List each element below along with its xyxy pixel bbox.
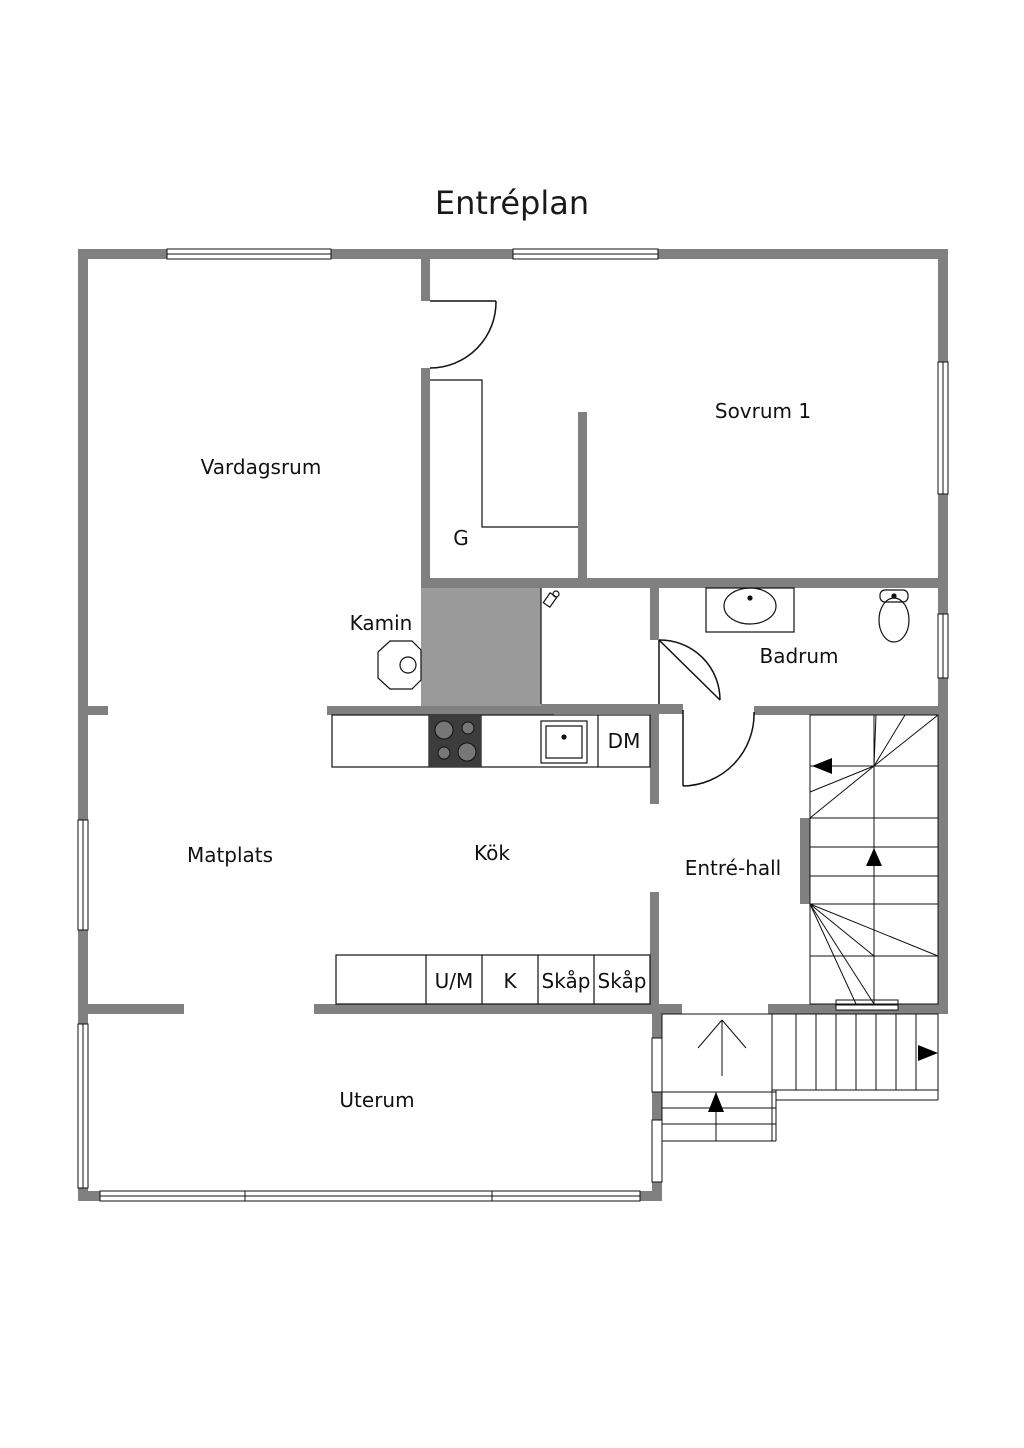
room-label-sovrum1: Sovrum 1 [715,399,811,423]
window [651,1119,663,1183]
room-label-uterum: Uterum [339,1088,414,1112]
fixture-label-k: K [503,969,517,993]
sink-icon [540,720,588,764]
kitchen-counter-top [331,714,651,768]
toilet-icon [878,589,910,643]
room-labels: Vardagsrum Sovrum 1 G Kamin Badrum Matpl… [187,399,839,1112]
fixture-label-skap-2: Skåp [598,969,647,993]
window [651,1037,663,1093]
room-label-garderob: G [453,526,469,550]
stove-icon [429,715,481,767]
washbasin-icon [705,587,795,633]
room-label-matplats: Matplats [187,843,273,867]
room-label-kok: Kök [474,841,510,865]
fixture-label-dm: DM [608,729,641,753]
room-label-badrum: Badrum [759,644,838,668]
page-title: Entréplan [434,184,590,222]
fixture-label-skap-1: Skåp [542,969,591,993]
stair-arrow-icon [708,1045,938,1112]
stair-arrow-icon [812,758,882,866]
shower-tap-icon [542,590,560,609]
entrance-steps [661,1013,939,1142]
fireplace-block [421,578,541,714]
kitchen-counter-bottom [335,954,651,1005]
room-label-entre-hall: Entré-hall [685,856,782,880]
doors [429,300,755,787]
bathroom-fixtures [540,587,910,704]
fixture-labels: DM U/M K Skåp Skåp [435,729,647,993]
fireplace-icon [377,640,422,690]
garderob-shelving [430,379,578,528]
room-label-vardagsrum: Vardagsrum [201,455,322,479]
fixture-label-um: U/M [435,969,474,993]
windows [77,248,949,1202]
room-label-kamin: Kamin [350,611,413,635]
indoor-stair [809,714,939,1005]
